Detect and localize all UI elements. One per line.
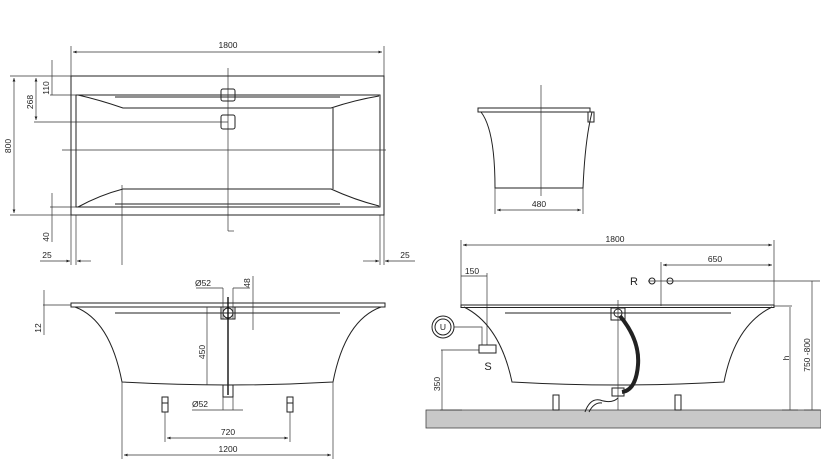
overflow-hose (618, 314, 641, 394)
overflow-icon (220, 88, 236, 102)
tub-foot-right (286, 396, 294, 413)
dim-650: 650 (708, 254, 722, 264)
installation-view: 1800 650 150 R U S 350 h (425, 234, 821, 429)
dim-150: 150 (465, 266, 479, 276)
label-r: R (630, 276, 638, 288)
dim-diam-top: Ø52 (195, 278, 211, 288)
valve-icon (648, 277, 656, 285)
siphon-box (478, 344, 497, 354)
tub-outline (70, 75, 385, 216)
tub-foot-left (552, 394, 560, 411)
floor (425, 409, 821, 429)
dim-48: 48 (242, 278, 252, 288)
dim-25-right: 25 (400, 250, 410, 260)
tub-foot-left (161, 396, 169, 413)
label-h: h (781, 355, 791, 360)
dim-720: 720 (221, 427, 235, 437)
dim-diam-bottom: Ø52 (192, 399, 208, 409)
dim-350: 350 (432, 377, 442, 391)
dim-40: 40 (41, 232, 51, 242)
dim-1200: 1200 (219, 444, 238, 454)
dim-450: 450 (197, 345, 207, 359)
valve-icon (666, 277, 674, 285)
dim-1800-install: 1800 (606, 234, 625, 244)
dim-25-left: 25 (42, 250, 52, 260)
end-view: 480 (477, 85, 595, 214)
dim-800: 800 (3, 139, 13, 153)
top-view: 1800 800 268 110 40 25 25 (3, 40, 415, 265)
label-s: S (484, 361, 491, 373)
drain-trap (611, 387, 625, 397)
front-view: 12 Ø52 48 450 Ø52 720 1200 (33, 276, 386, 459)
dim-268: 268 (25, 95, 35, 109)
tub-foot-right (674, 394, 682, 411)
dim-1800: 1800 (219, 40, 238, 50)
dim-480: 480 (532, 199, 546, 209)
dim-750-800: 750 -800 (802, 338, 812, 372)
dim-12: 12 (33, 323, 43, 333)
dim-110: 110 (41, 81, 51, 95)
basin-outline (75, 94, 381, 208)
label-u: U (440, 322, 446, 332)
